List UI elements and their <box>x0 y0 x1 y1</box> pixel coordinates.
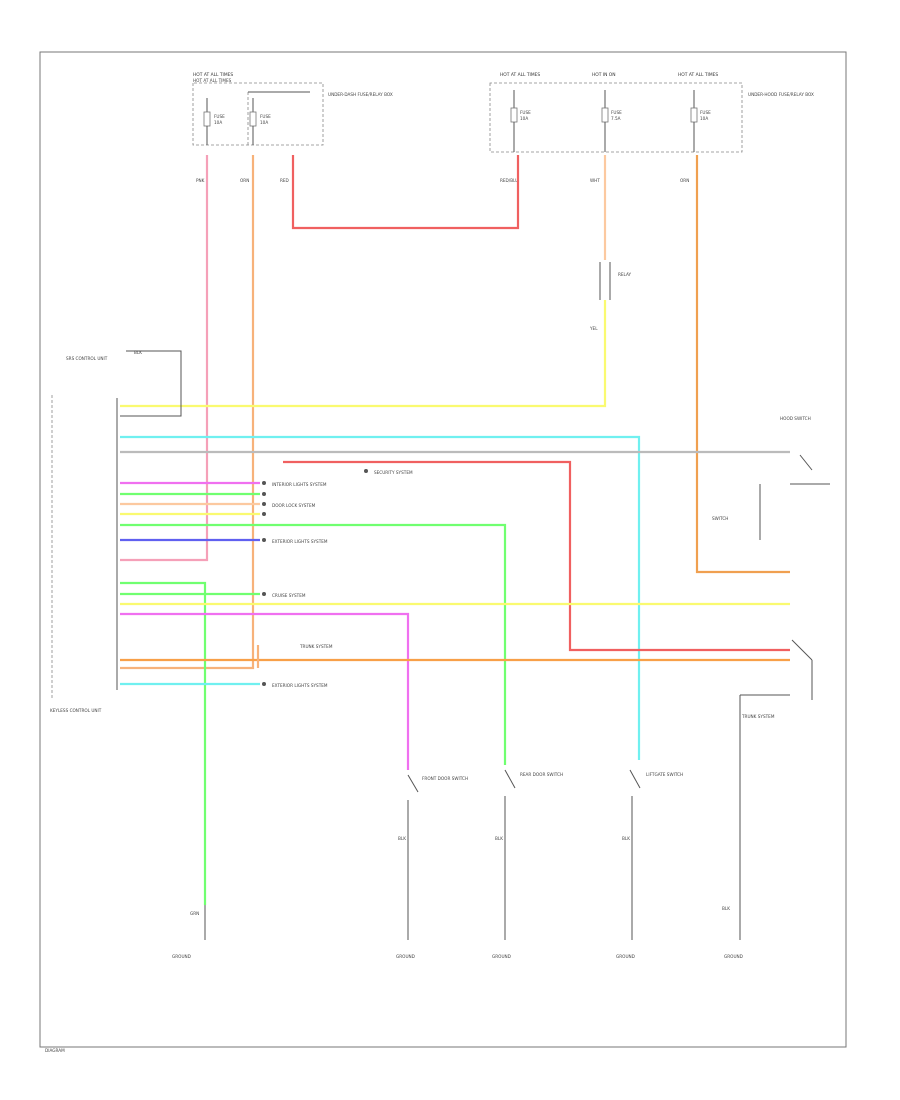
wire-label-blk-r: BLK <box>722 906 730 911</box>
fuse-amp-5: 10A <box>700 116 708 121</box>
liftgate-switch: LIFTGATE SWITCH <box>646 772 683 777</box>
trunk-system: TRUNK SYSTEM <box>299 644 333 649</box>
rear-door-switch: REAR DOOR SWITCH <box>520 772 563 777</box>
wire-cyan <box>120 435 641 760</box>
trunk-switch-label: TRUNK SYSTEM <box>741 714 775 719</box>
wire-label-blk-3: BLK <box>622 836 630 841</box>
ground-1: GROUND <box>172 954 191 959</box>
relay-label: RELAY <box>618 272 632 277</box>
door-lock-system: DOOR LOCK SYSTEM <box>272 503 316 508</box>
wire-label-blk-2: BLK <box>495 836 503 841</box>
wire-label-orn: ORN <box>240 178 249 183</box>
exterior-system: EXTERIOR LIGHTS SYSTEM <box>272 539 328 544</box>
ground-3: GROUND <box>492 954 511 959</box>
right-switches: HOOD SWITCH SWITCH TRUNK SYSTEM BLK <box>712 416 830 940</box>
wire-lime-3 <box>120 581 207 905</box>
fuse-amp-4: 7.5A <box>611 116 621 121</box>
right-fuse-title-1: HOT AT ALL TIMES <box>500 72 540 78</box>
fuse-label-3: FUSE <box>520 110 531 115</box>
wire-lime-2 <box>120 523 507 765</box>
wire-magenta-2 <box>120 612 410 770</box>
wire-label-red-blu: RED/BLU <box>500 178 518 183</box>
wires <box>120 155 790 905</box>
fuse-label-1: FUSE <box>214 114 225 119</box>
wire-label-red: RED <box>280 178 289 183</box>
left-fuse-box: HOT AT ALL TIMES HOT AT ALL TIMES UNDER-… <box>192 72 393 146</box>
wire-label-wht: WHT <box>590 178 600 183</box>
grounds: GROUND GROUND GROUND GROUND GROUND <box>172 954 743 959</box>
right-fuse-title-3: HOT AT ALL TIMES <box>678 72 718 78</box>
system-labels: INTERIOR LIGHTS SYSTEM DOOR LOCK SYSTEM … <box>262 469 413 688</box>
fuse-label-4: FUSE <box>611 110 622 115</box>
wire-label-pnk: PNK <box>196 178 205 183</box>
left-fuse-desc: UNDER-DASH FUSE/RELAY BOX <box>328 92 393 97</box>
wire-orange <box>120 155 255 670</box>
ground-4: GROUND <box>616 954 635 959</box>
wire-red <box>291 155 520 230</box>
fuse-amp-1: 10A <box>214 120 222 125</box>
hood-switch-label: HOOD SWITCH <box>780 416 811 421</box>
wire-label-yel: YEL <box>589 326 598 331</box>
left-fuse-sub: HOT AT ALL TIMES <box>193 78 232 83</box>
right-fuse-desc: UNDER-HOOD FUSE/RELAY BOX <box>748 92 814 97</box>
right-fuse-box: HOT AT ALL TIMES HOT IN ON HOT AT ALL TI… <box>489 72 814 153</box>
footer-label: DIAGRAM <box>45 1048 65 1053</box>
control-unit: KEYLESS CONTROL UNIT SRS CONTROL UNIT BL… <box>50 350 182 713</box>
wire-tan <box>695 155 790 574</box>
front-door-switch: FRONT DOOR SWITCH <box>422 776 468 781</box>
fuse-amp-2: 10A <box>260 120 268 125</box>
fuse-label-2: FUSE <box>260 114 271 119</box>
wire-red-2 <box>283 460 790 652</box>
fuse-amp-3: 10A <box>520 116 528 121</box>
fuse-label-5: FUSE <box>700 110 711 115</box>
bottom-switches: FRONT DOOR SWITCH BLK REAR DOOR SWITCH B… <box>190 769 683 940</box>
wire-label-blk-1: BLK <box>398 836 406 841</box>
blk-label-top: BLK <box>134 350 142 355</box>
ground-5: GROUND <box>724 954 743 959</box>
sensor-label: SRS CONTROL UNIT <box>66 356 108 361</box>
ground-2: GROUND <box>396 954 415 959</box>
wire-pink <box>120 155 209 562</box>
wire-label-grn: GRN <box>190 911 199 916</box>
wire-yellow <box>120 300 607 408</box>
security-system: SECURITY SYSTEM <box>374 470 413 475</box>
switch-label-r1: SWITCH <box>712 516 728 521</box>
relay: RELAY YEL <box>589 262 632 331</box>
right-fuse-title-2: HOT IN ON <box>592 72 616 78</box>
diagram-frame <box>39 51 847 1048</box>
control-unit-label: KEYLESS CONTROL UNIT <box>50 708 102 713</box>
interior-system: INTERIOR LIGHTS SYSTEM <box>272 482 327 487</box>
cruise-system: CRUISE SYSTEM <box>272 593 306 598</box>
exterior-system-2: EXTERIOR LIGHTS SYSTEM <box>272 683 328 688</box>
wire-label-orn-2: ORN <box>680 178 689 183</box>
left-fuse-title: HOT AT ALL TIMES <box>193 72 233 78</box>
